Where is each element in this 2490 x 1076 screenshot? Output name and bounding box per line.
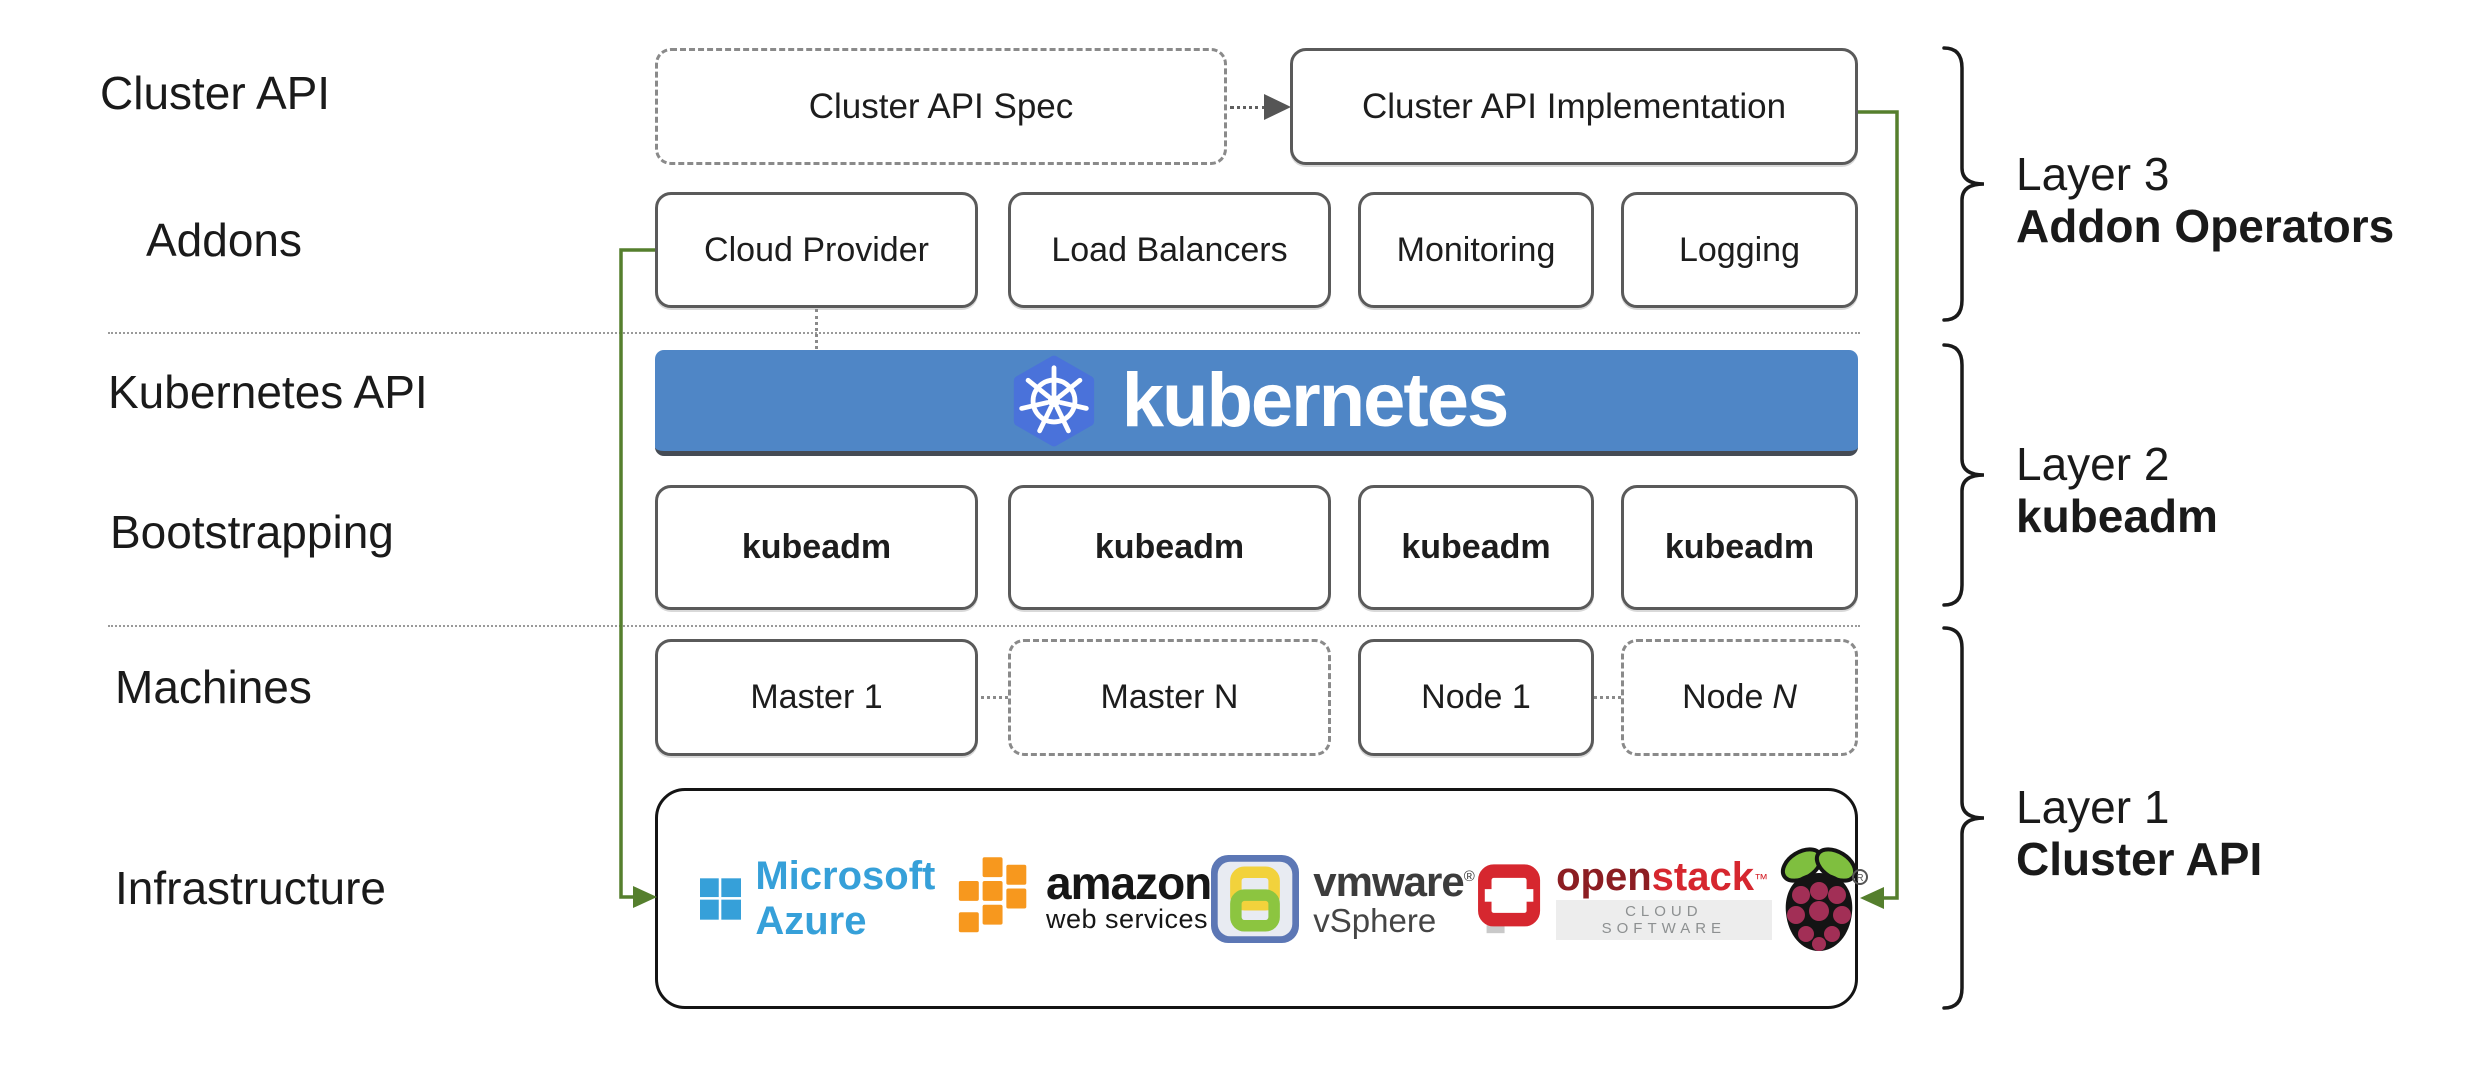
row-label-kubernetes-api: Kubernetes API [108, 366, 428, 418]
cloud-software-subtext: CLOUD SOFTWARE [1556, 899, 1772, 940]
aws-cubes-icon [958, 856, 1027, 932]
monitoring-box: Monitoring [1358, 192, 1594, 308]
layer-2-title: Layer 2 [2016, 438, 2170, 490]
layer-3-title: Layer 3 [2016, 148, 2170, 200]
kubernetes-logo-icon [1013, 355, 1094, 446]
vmware-wordmark: vmware® [1313, 858, 1475, 905]
layer-2-annotation: Layer 2 kubeadm [2016, 438, 2218, 542]
infrastructure-box: Microsoft Azure amazon web services [655, 788, 1868, 1009]
cluster-api-implementation-box: Cluster API Implementation [1290, 48, 1858, 165]
cloud-provider-to-kubernetes-dotted-line [815, 309, 818, 349]
layer-2-brace [1942, 343, 1985, 607]
amazon-wordmark: amazon [1046, 857, 1212, 909]
cluster-api-spec-box: Cluster API Spec [655, 48, 1227, 165]
master-dotted-connector [981, 696, 1008, 699]
left-green-arrow-icon [633, 886, 657, 908]
microsoft-window-icon [700, 877, 742, 920]
vsphere-icon [1211, 854, 1300, 943]
row-label-machines: Machines [115, 661, 312, 713]
row-label-addons: Addons [146, 214, 303, 266]
kubeadm-box: kubeadm [1621, 485, 1858, 610]
node-1-box: Node 1 [1358, 639, 1594, 756]
aws-logo: amazon web services [956, 856, 1212, 941]
node-dotted-connector [1594, 696, 1621, 699]
openstack-trademark: ™ [1753, 870, 1768, 887]
vmware-registered-mark: ® [1463, 868, 1475, 885]
layer-3-brace [1942, 46, 1985, 322]
cloud-provider-box: Cloud Provider [655, 192, 978, 308]
kubeadm-box: kubeadm [655, 485, 978, 610]
raspberry-pi-logo: R [1772, 843, 1868, 955]
raspberry-registered-mark: R [1856, 873, 1863, 884]
logging-box: Logging [1621, 192, 1858, 308]
row-label-bootstrapping: Bootstrapping [110, 506, 394, 558]
vsphere-wordmark: vSphere [1313, 902, 1437, 939]
load-balancers-box: Load Balancers [1008, 192, 1331, 308]
implementation-to-infrastructure-line [1858, 110, 1899, 900]
kubernetes-banner: kubernetes [655, 350, 1858, 456]
master-1-box: Master 1 [655, 639, 978, 756]
azure-wordmark: Microsoft Azure [755, 853, 936, 943]
kubernetes-wordmark: kubernetes [1121, 358, 1509, 443]
kubeadm-box: kubeadm [1008, 485, 1331, 610]
layer-1-subtitle: Cluster API [2016, 833, 2263, 885]
node-n-italic-n: N [1772, 678, 1797, 716]
layer-1-title: Layer 1 [2016, 781, 2170, 833]
kubeadm-box: kubeadm [1358, 485, 1594, 610]
layer-3-subtitle: Addon Operators [2016, 200, 2395, 252]
microsoft-azure-logo: Microsoft Azure [700, 854, 956, 944]
row-label-infrastructure: Infrastructure [115, 862, 386, 914]
openstack-wordmark: openstack™ [1556, 854, 1768, 899]
dotted-separator-top [108, 332, 1860, 334]
node-n-label: Node [1682, 678, 1764, 716]
layer-2-subtitle: kubeadm [2016, 490, 2218, 542]
spec-to-impl-dotted-line [1230, 106, 1266, 109]
kubernetes-wheel-icon [1019, 364, 1089, 433]
row-label-cluster-api: Cluster API [100, 67, 331, 119]
cloud-provider-to-infrastructure-line [619, 248, 655, 899]
spec-to-impl-arrow-icon [1264, 94, 1291, 120]
layer-1-annotation: Layer 1 Cluster API [2016, 781, 2262, 885]
dotted-separator-bottom [108, 625, 1860, 627]
layer-3-annotation: Layer 3 Addon Operators [2016, 148, 2394, 252]
master-n-box: Master N [1008, 639, 1331, 756]
node-n-box: Node N [1621, 639, 1858, 756]
openstack-logo: openstack™ CLOUD SOFTWARE [1474, 854, 1772, 940]
raspberry-pi-icon: R [1780, 846, 1868, 951]
layer-1-brace [1942, 626, 1985, 1010]
vmware-vsphere-logo: vmware® vSphere [1211, 854, 1475, 943]
openstack-icon [1477, 863, 1540, 933]
web-services-wordmark: web services [1046, 904, 1209, 934]
